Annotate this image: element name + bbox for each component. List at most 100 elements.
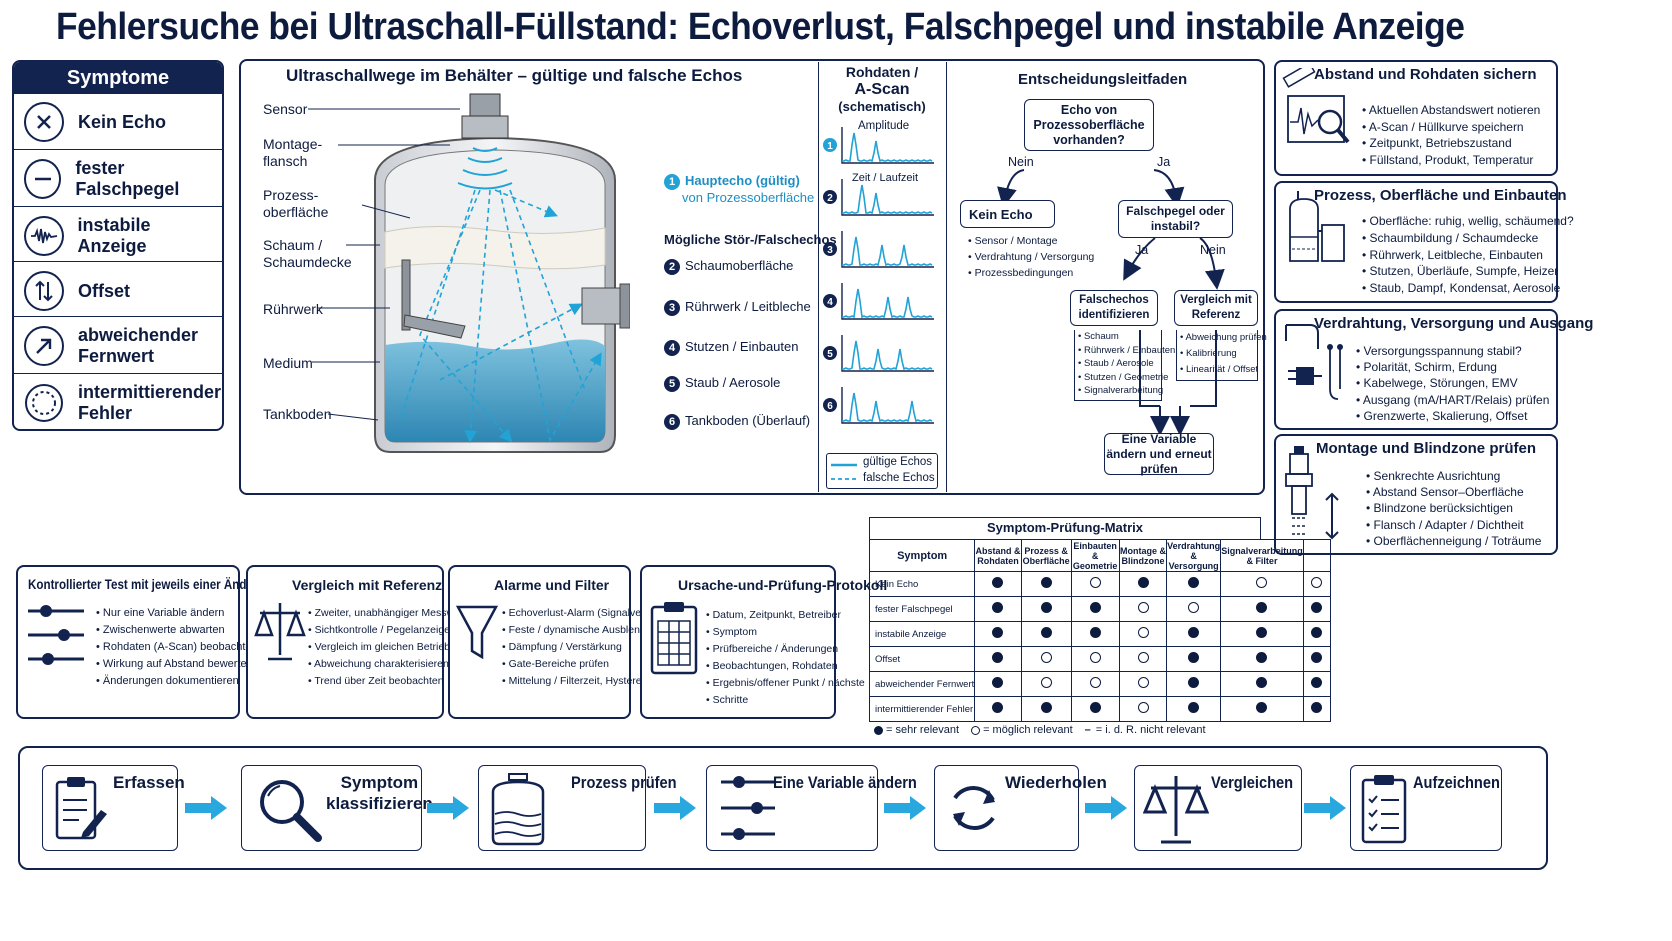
label-bottom: Tankboden — [263, 406, 332, 422]
matrix-cell — [1118, 646, 1168, 672]
filled-dot-icon — [1311, 627, 1323, 638]
filled-dot-icon — [1311, 602, 1323, 613]
ascan-trace — [842, 392, 933, 423]
ascan-row-number: 5 — [827, 349, 833, 360]
ascan-legend: gültige Echos falsche Echos — [826, 453, 938, 489]
matrix-cell — [1220, 671, 1304, 697]
ascan-trace — [842, 236, 933, 267]
card-title: Verdrahtung, Versorgung und Ausgang — [1314, 315, 1594, 332]
filled-dot-icon — [1040, 577, 1052, 588]
tank-illustration — [374, 93, 630, 453]
ascan-plot-1: 1 — [823, 127, 934, 164]
ascan-row-badge — [823, 138, 837, 152]
step-label: Eine Variable ändern — [773, 773, 917, 792]
scale-icon — [254, 603, 306, 661]
matrix-col-header: Abstand & Rohdaten — [974, 539, 1022, 572]
open-dot-icon — [1137, 677, 1149, 688]
ascan-y-label: Amplitude — [858, 120, 910, 132]
ascan-row-number: 6 — [827, 401, 833, 412]
card-list: Zweiter, unabhängiger MesswertSichtkontr… — [308, 605, 492, 690]
matrix-cell — [1220, 621, 1304, 647]
step-label: Wiederholen — [1005, 773, 1107, 792]
ascan-row-number: 3 — [827, 245, 833, 256]
filled-dot-icon — [1137, 577, 1149, 588]
card-wiring: Verdrahtung, Versorgung und Ausgang Vers… — [1274, 309, 1593, 430]
matrix-col-header: Verdrahtung & Versorgung — [1166, 539, 1222, 572]
open-dot-icon — [1311, 577, 1323, 588]
card-title: Prozess, Oberfläche und Einbauten — [1314, 187, 1567, 204]
ascan-axis — [841, 283, 934, 320]
workflow-step-aufzeichnen: Aufzeichnen — [1350, 765, 1502, 851]
ascan-axis — [841, 179, 934, 216]
matrix-cell — [1118, 596, 1168, 622]
card-list: Senkrechte AusrichtungAbstand Sensor–Obe… — [1366, 468, 1542, 549]
matrix-cell — [1166, 596, 1222, 622]
ascan-axis — [841, 335, 934, 372]
ascan-plot-5: 5 — [823, 335, 934, 372]
card-title: Montage und Blindzone prüfen — [1316, 440, 1536, 457]
label-agitator: Rührwerk — [263, 301, 323, 317]
decision-final: Eine Variable ändern und erneut prüfen — [1104, 432, 1214, 476]
magnifier-icon — [260, 780, 322, 842]
workflow-step-wiederholen: Wiederholen — [934, 765, 1107, 851]
matrix-col-header: Signalverarbeitung & Filter — [1220, 539, 1304, 572]
echo-number: 1 — [664, 174, 680, 190]
decision-yes-2: Ja — [1135, 243, 1149, 257]
ascan-axis — [841, 127, 934, 164]
ascan-trace — [842, 288, 933, 319]
arrow-icon — [654, 796, 696, 820]
matrix-cell — [1166, 671, 1222, 697]
matrix-cell — [1302, 596, 1332, 622]
arrow-icon — [1304, 796, 1346, 820]
symptom-item-falschpegel: fester Falschpegel — [14, 149, 222, 208]
open-dot-icon — [1089, 577, 1101, 588]
matrix-cell — [1070, 646, 1120, 672]
matrix-row-label: fester Falschpegel — [868, 596, 976, 622]
decision-no: Nein — [1008, 155, 1034, 169]
symptom-label: instabile Anzeige — [77, 215, 151, 256]
card-title: Alarme und Filter — [494, 577, 610, 593]
symptom-item-offset: Offset — [14, 261, 222, 320]
filled-dot-icon — [1089, 702, 1101, 713]
filled-dot-icon — [1089, 602, 1101, 613]
label-flange: Montage- — [263, 136, 323, 152]
ascan-trace — [842, 184, 933, 215]
matrix-col-header: Einbauten & Geometrie — [1070, 539, 1120, 572]
ascan-trace — [842, 340, 933, 371]
ascan-title: Rohdaten / A-Scan (schematisch) — [838, 64, 926, 114]
matrix-cell — [1020, 696, 1072, 722]
ascan-plot-3: 3 — [823, 231, 934, 268]
filled-dot-icon — [992, 677, 1004, 688]
matrix-cell — [1020, 571, 1072, 597]
matrix-row: fester Falschpegel — [868, 596, 1332, 622]
filled-dot-icon — [1311, 652, 1323, 663]
matrix-col-head: Symptom — [868, 539, 976, 572]
clipboard-grid-icon — [650, 602, 698, 675]
matrix-cell — [1302, 621, 1332, 647]
card-alarms: Alarme und Filter Echoverlust-Alarm (Sig… — [448, 565, 664, 719]
label-medium: Medium — [263, 355, 313, 371]
process-plant-icon — [1289, 191, 1345, 262]
matrix-cell — [1020, 646, 1072, 672]
scale-icon — [1143, 776, 1209, 844]
matrix-row-label: Offset — [868, 646, 976, 672]
filled-dot-icon — [992, 577, 1004, 588]
step-label: Erfassen — [113, 773, 185, 792]
ascan-trace — [842, 132, 933, 163]
sliders-icon — [721, 776, 775, 840]
open-dot-icon — [1137, 627, 1149, 638]
open-dot-icon — [1137, 602, 1149, 613]
symptoms-heading: Symptome — [14, 62, 222, 94]
checklist-icon — [1361, 775, 1407, 844]
open-dot-icon — [1040, 652, 1052, 663]
label-foam-2: Schaumdecke — [263, 254, 352, 270]
matrix-cell — [1220, 571, 1304, 597]
matrix-row: Kein Echo — [868, 571, 1332, 597]
decision-title: Entscheidungsleitfaden — [1018, 71, 1188, 88]
compare-list: Abweichung prüfenKalibrierungLinearität … — [1176, 330, 1267, 381]
matrix-cell — [1118, 696, 1168, 722]
